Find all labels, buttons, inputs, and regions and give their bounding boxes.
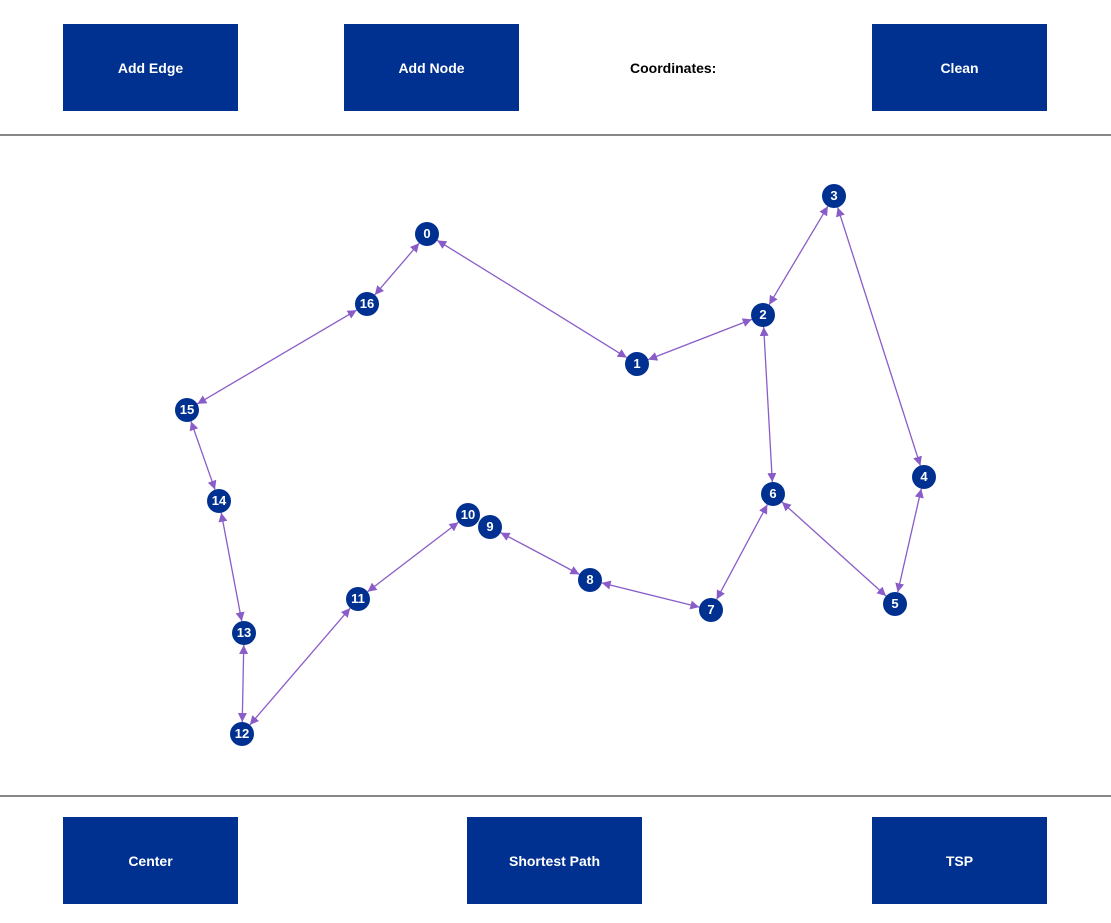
edge-15-16 <box>197 309 357 405</box>
node-14[interactable]: 14 <box>207 489 231 513</box>
node-circle-8 <box>578 568 602 592</box>
edge-10-11 <box>367 521 459 593</box>
node-label-8: 8 <box>586 572 593 587</box>
edge-3-4 <box>836 207 922 466</box>
tsp-button[interactable]: TSP <box>872 817 1047 904</box>
clean-button[interactable]: Clean <box>872 24 1047 111</box>
edge-2-6 <box>759 326 777 483</box>
node-label-12: 12 <box>235 726 249 741</box>
node-15[interactable]: 15 <box>175 398 199 422</box>
node-circle-1 <box>625 352 649 376</box>
node-0[interactable]: 0 <box>415 222 439 246</box>
edge-13-14 <box>218 512 245 622</box>
node-label-13: 13 <box>237 625 251 640</box>
node-1[interactable]: 1 <box>625 352 649 376</box>
center-button[interactable]: Center <box>63 817 238 904</box>
node-circle-16 <box>355 292 379 316</box>
node-label-3: 3 <box>830 188 837 203</box>
edge-14-15 <box>189 421 217 490</box>
node-circle-5 <box>883 592 907 616</box>
node-circle-13 <box>232 621 256 645</box>
node-9[interactable]: 9 <box>478 515 502 539</box>
node-circle-2 <box>751 303 775 327</box>
node-3[interactable]: 3 <box>822 184 846 208</box>
edge-0-1 <box>436 239 628 359</box>
node-6[interactable]: 6 <box>761 482 785 506</box>
edges-layer <box>189 205 924 726</box>
edge-5-6 <box>781 501 887 597</box>
node-2[interactable]: 2 <box>751 303 775 327</box>
node-label-4: 4 <box>920 469 928 484</box>
edge-4-5 <box>895 488 924 593</box>
edge-16-0 <box>374 242 420 296</box>
node-10[interactable]: 10 <box>456 503 480 527</box>
node-12[interactable]: 12 <box>230 722 254 746</box>
node-4[interactable]: 4 <box>912 465 936 489</box>
node-label-5: 5 <box>891 596 898 611</box>
coordinates-label: Coordinates: <box>630 60 717 76</box>
node-13[interactable]: 13 <box>232 621 256 645</box>
shortest-path-button[interactable]: Shortest Path <box>467 817 642 904</box>
edge-6-7 <box>716 504 768 600</box>
node-label-6: 6 <box>769 486 776 501</box>
node-label-9: 9 <box>486 519 493 534</box>
node-circle-3 <box>822 184 846 208</box>
node-circle-7 <box>699 598 723 622</box>
node-circle-12 <box>230 722 254 746</box>
edge-12-13 <box>237 644 249 723</box>
node-circle-14 <box>207 489 231 513</box>
node-label-1: 1 <box>633 356 640 371</box>
node-label-7: 7 <box>707 602 714 617</box>
node-circle-6 <box>761 482 785 506</box>
edge-11-12 <box>249 607 351 726</box>
edge-8-9 <box>500 532 580 575</box>
node-circle-11 <box>346 587 370 611</box>
node-circle-9 <box>478 515 502 539</box>
add-node-button[interactable]: Add Node <box>344 24 519 111</box>
node-label-10: 10 <box>461 507 475 522</box>
node-11[interactable]: 11 <box>346 587 370 611</box>
node-label-15: 15 <box>180 402 194 417</box>
top-divider <box>0 134 1111 136</box>
node-8[interactable]: 8 <box>578 568 602 592</box>
node-circle-10 <box>456 503 480 527</box>
node-label-11: 11 <box>351 591 365 606</box>
node-circle-15 <box>175 398 199 422</box>
node-label-0: 0 <box>423 226 430 241</box>
node-label-16: 16 <box>360 296 374 311</box>
node-label-14: 14 <box>212 493 227 508</box>
node-circle-0 <box>415 222 439 246</box>
edge-7-8 <box>601 580 700 610</box>
node-label-2: 2 <box>759 307 766 322</box>
node-5[interactable]: 5 <box>883 592 907 616</box>
node-7[interactable]: 7 <box>699 598 723 622</box>
edge-1-2 <box>647 318 753 361</box>
node-16[interactable]: 16 <box>355 292 379 316</box>
edge-2-3 <box>768 205 829 306</box>
node-circle-4 <box>912 465 936 489</box>
bottom-divider <box>0 795 1111 797</box>
add-edge-button[interactable]: Add Edge <box>63 24 238 111</box>
